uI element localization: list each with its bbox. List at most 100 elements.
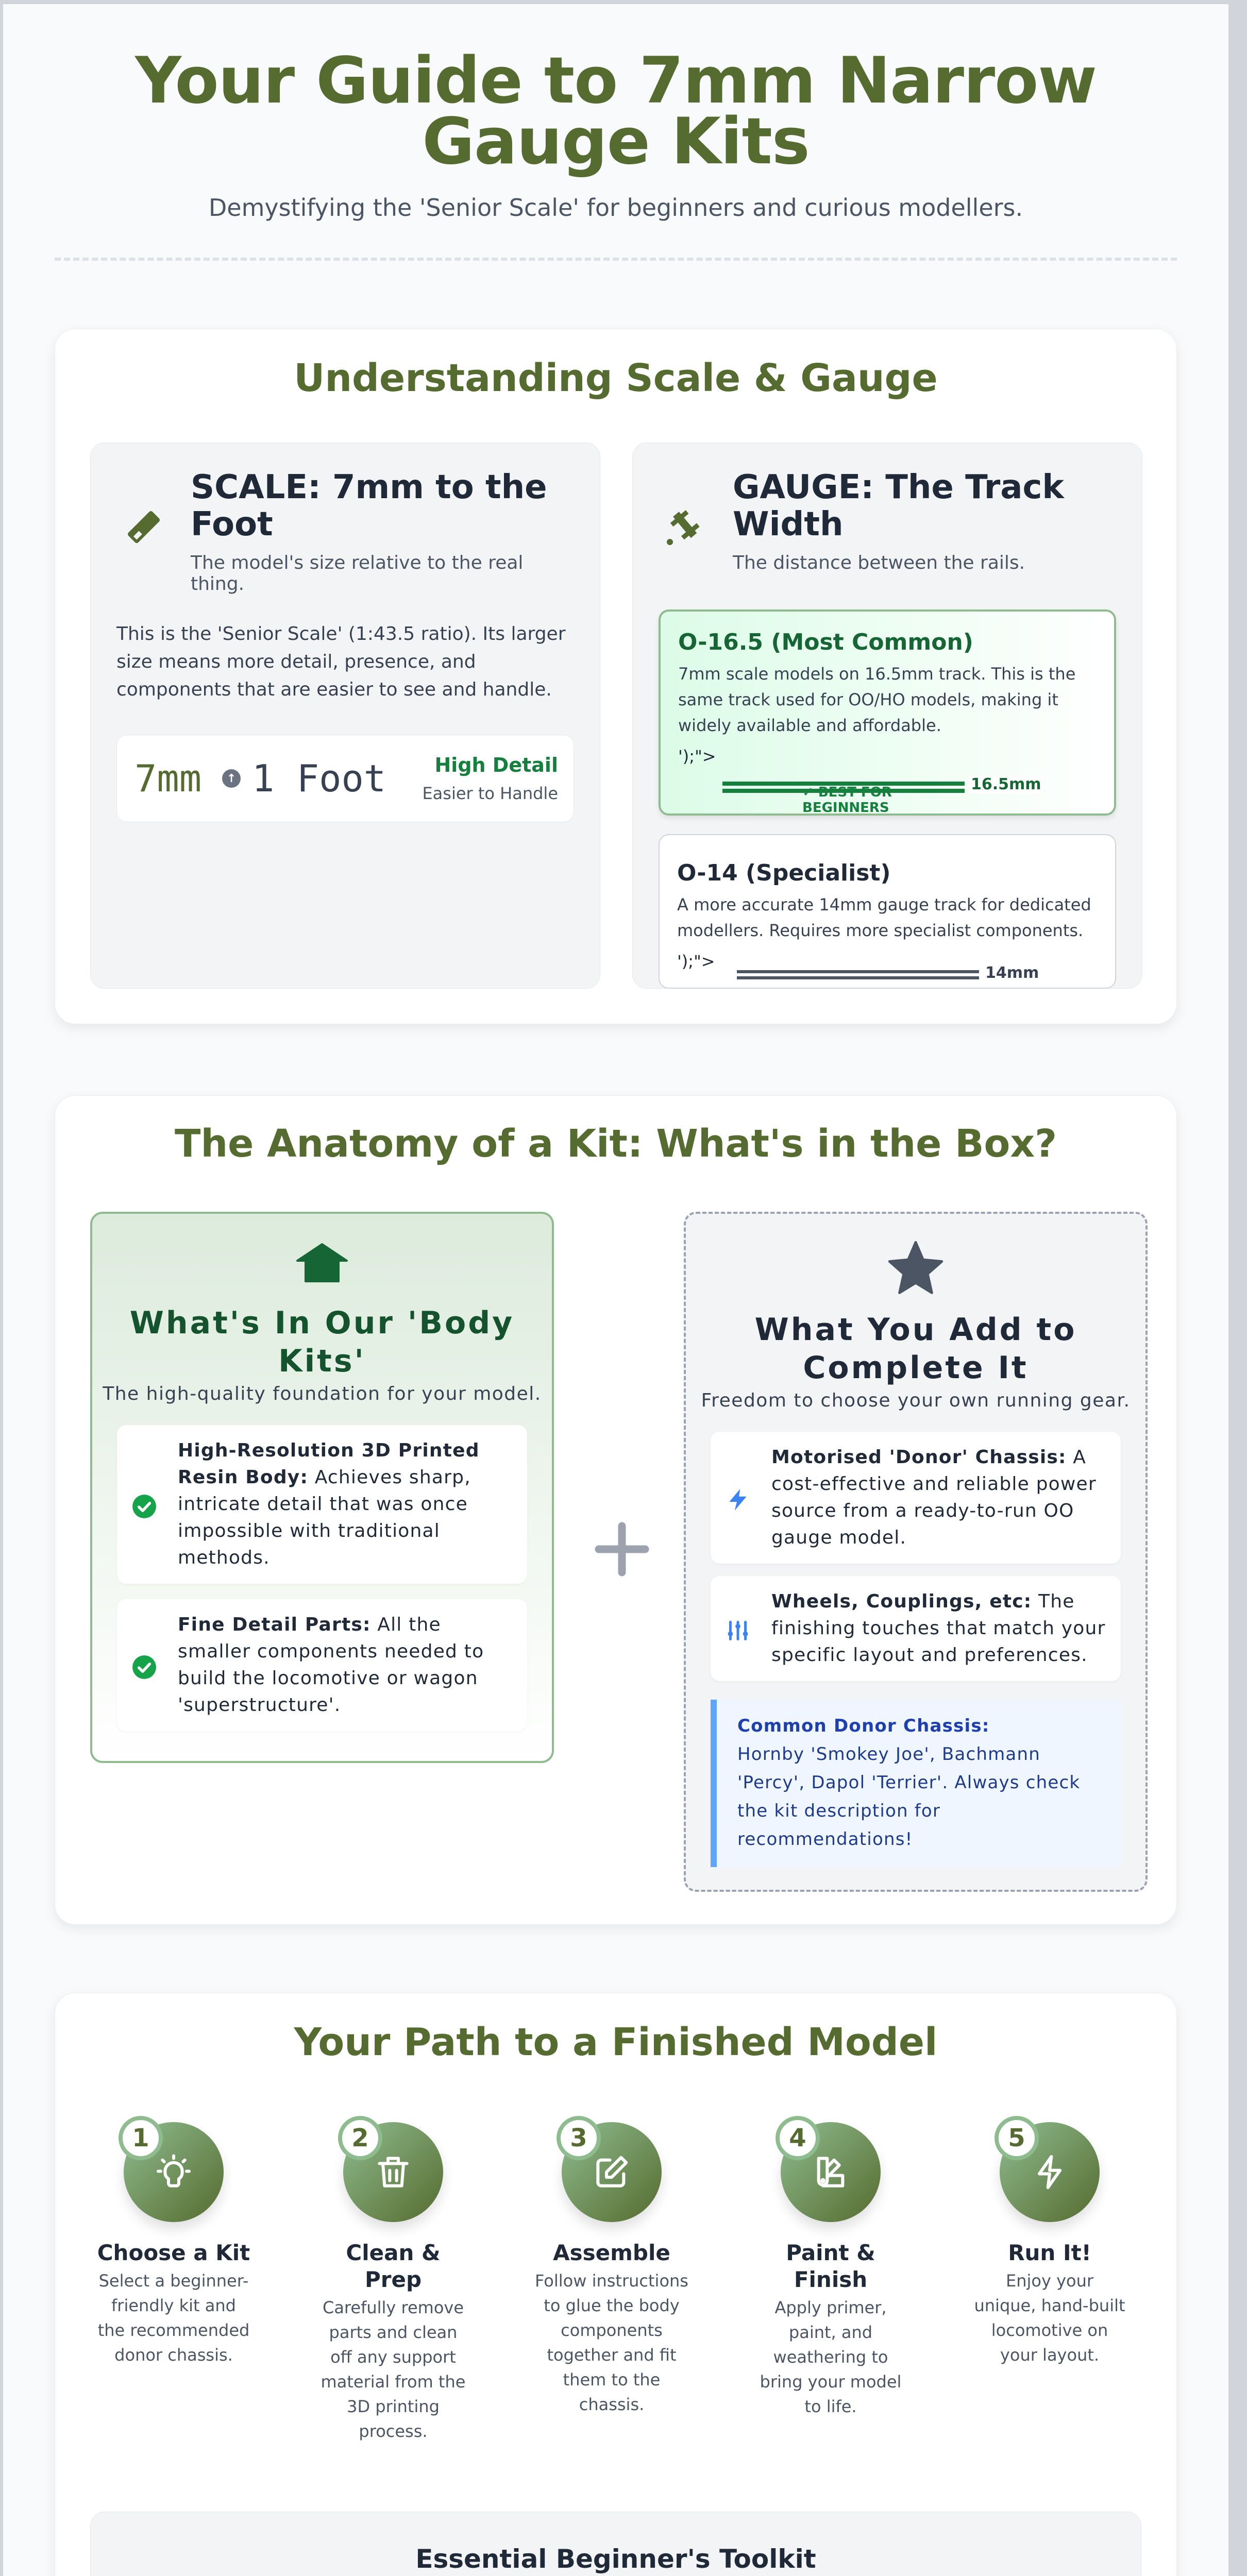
rail-line — [737, 976, 979, 979]
add-item: Wheels, Couplings, etc: The finishing to… — [711, 1576, 1121, 1681]
lightning-icon — [729, 1489, 747, 1511]
gauge-option-title: O-16.5 (Most Common) — [678, 629, 973, 655]
add-item-bold: Motorised 'Donor' Chassis: — [771, 1447, 1067, 1468]
page-subtitle: Demystifying the 'Senior Scale' for begi… — [208, 194, 1023, 222]
body-kit-box: What's In Our 'Body Kits' The high-quali… — [90, 1212, 554, 1763]
kit-item-text: All the smaller components needed to bui… — [178, 1614, 484, 1716]
lightbulb-icon — [157, 2154, 191, 2188]
sliders-icon — [728, 1620, 748, 1641]
rail-line — [722, 789, 965, 793]
step-text: Carefully remove parts and clean off any… — [321, 2298, 466, 2441]
rail-width-label: 14mm — [983, 964, 1041, 982]
step-number: 5 — [995, 2116, 1039, 2160]
kit-item-bold: Fine Detail Parts: — [178, 1614, 371, 1635]
add-item-text: The finishing touches that match your sp… — [771, 1591, 1106, 1666]
kit-item-text: Achieves sharp, intricate detail that wa… — [178, 1467, 471, 1568]
step-title: Choose a Kit — [97, 2240, 250, 2265]
gauge-option-body: A more accurate 14mm gauge track for ded… — [677, 895, 1091, 940]
step-number: 1 — [119, 2116, 163, 2160]
scale-ratio-box: 7mm ↑ 1 Foot High Detail Easier to Handl… — [116, 735, 574, 822]
track-icon — [667, 510, 700, 545]
step-circle: 3 — [557, 2116, 662, 2222]
gauge-option-artifact: ');"> — [678, 747, 716, 766]
trash-icon — [378, 2157, 409, 2188]
page-title: Your Guide to 7mm Narrow Gauge Kits — [135, 44, 1097, 179]
star-icon — [888, 1241, 943, 1294]
plus-icon — [595, 1522, 649, 1577]
step-text: Select a beginner-friendly kit and the r… — [97, 2271, 250, 2365]
rail-line — [737, 970, 979, 973]
add-subtitle: Freedom to choose your own running gear. — [701, 1390, 1131, 1411]
beginner-toolkit: Essential Beginner's Toolkit Superglue (… — [90, 2512, 1141, 2576]
kit-item-bold: High-Resolution 3D Printed Resin Body: — [178, 1440, 480, 1488]
scale-body: This is the 'Senior Scale' (1:43.5 ratio… — [116, 623, 566, 700]
step-number: 2 — [338, 2116, 382, 2160]
gauge-option-o14[interactable]: O-14 (Specialist) A more accurate 14mm g… — [659, 834, 1116, 989]
kit-title: What's In Our 'Body Kits' — [129, 1305, 515, 1379]
step-number: 3 — [557, 2116, 601, 2160]
step-item: 3 Assemble Follow instructions to glue t… — [534, 2116, 689, 2417]
step-circle: 4 — [776, 2116, 881, 2222]
gauge-option-artifact: ');"> — [677, 952, 715, 971]
add-to-complete-box: What You Add to Complete It Freedom to c… — [684, 1212, 1148, 1892]
best-for-beginners-badge: ✓ BEST FOR BEGINNERS — [802, 785, 892, 816]
gauge-subtitle: The distance between the rails. — [733, 552, 1025, 573]
rail-line — [722, 782, 965, 786]
gauge-title: GAUGE: The Track Width — [733, 468, 1064, 544]
step-title: Paint & Finish — [786, 2240, 875, 2292]
gauge-option-o165[interactable]: O-16.5 (Most Common) 7mm scale models on… — [659, 609, 1116, 816]
step-item: 4 Paint & Finish Apply primer, paint, an… — [753, 2116, 908, 2419]
swatch-icon — [817, 2157, 845, 2188]
check-circle-icon — [132, 1655, 156, 1679]
edit-icon — [596, 2156, 628, 2188]
scale-gauge-section: Understanding Scale & Gauge SCALE: 7mm t… — [55, 329, 1177, 1024]
ruler-icon — [128, 511, 160, 544]
ratio-left: 7mm — [134, 757, 202, 800]
step-text: Apply primer, paint, and weathering to b… — [760, 2298, 902, 2416]
step-item: 2 Clean & Prep Carefully remove parts an… — [316, 2116, 470, 2444]
page: Your Guide to 7mm Narrow Gauge Kits Demy… — [3, 4, 1228, 2576]
step-number: 4 — [776, 2116, 820, 2160]
step-circle: 1 — [119, 2116, 224, 2222]
section-title: Your Path to a Finished Model — [294, 2020, 938, 2064]
high-detail-label: High Detail — [434, 754, 559, 776]
add-title: What You Add to Complete It — [754, 1312, 1077, 1386]
arrow-up-icon: ↑ — [222, 769, 241, 788]
donor-note-title: Common Donor Chassis: — [737, 1716, 990, 1736]
kit-subtitle: The high-quality foundation for your mod… — [103, 1383, 542, 1404]
step-text: Follow instructions to glue the body com… — [535, 2271, 688, 2414]
lightning-icon — [1038, 2155, 1061, 2189]
add-item-bold: Wheels, Couplings, etc: — [771, 1591, 1032, 1612]
hero-divider — [55, 258, 1177, 261]
rail-diagram: 14mm — [737, 964, 1041, 982]
donor-chassis-note: Common Donor Chassis: Hornby 'Smokey Joe… — [711, 1700, 1121, 1867]
hero: Your Guide to 7mm Narrow Gauge Kits Demy… — [3, 4, 1228, 261]
section-title: Understanding Scale & Gauge — [294, 356, 938, 400]
scale-panel: SCALE: 7mm to the Foot The model's size … — [90, 443, 600, 989]
section-title: The Anatomy of a Kit: What's in the Box? — [174, 1122, 1057, 1166]
kit-item: High-Resolution 3D Printed Resin Body: A… — [117, 1425, 527, 1584]
scale-title: SCALE: 7mm to the Foot — [191, 468, 547, 544]
add-item-text: A cost-effective and reliable power sour… — [771, 1447, 1097, 1548]
gauge-option-body: 7mm scale models on 16.5mm track. This i… — [678, 664, 1076, 735]
toolkit-title: Essential Beginner's Toolkit — [415, 2544, 816, 2574]
step-item: 1 Choose a Kit Select a beginner-friendl… — [96, 2116, 251, 2367]
kit-item: Fine Detail Parts: All the smaller compo… — [117, 1599, 527, 1731]
donor-note-text: Hornby 'Smokey Joe', Bachmann 'Percy', D… — [737, 1744, 1081, 1850]
step-circle: 5 — [995, 2116, 1100, 2222]
rail-diagram: ✓ BEST FOR BEGINNERS 16.5mm — [722, 775, 1043, 816]
easier-handle-label: Easier to Handle — [422, 784, 558, 803]
gauge-panel: GAUGE: The Track Width The distance betw… — [632, 443, 1142, 989]
step-circle: 2 — [338, 2116, 443, 2222]
path-section: Your Path to a Finished Model 1 Choose a… — [55, 1993, 1177, 2576]
rail-width-label: 16.5mm — [969, 775, 1043, 793]
step-title: Run It! — [1008, 2240, 1091, 2265]
house-icon — [296, 1243, 348, 1282]
step-text: Enjoy your unique, hand-built locomotive… — [974, 2271, 1125, 2365]
check-circle-icon — [132, 1495, 156, 1518]
step-title: Assemble — [553, 2240, 670, 2265]
step-title: Clean & Prep — [346, 2240, 441, 2292]
gauge-option-title: O-14 (Specialist) — [677, 860, 891, 886]
ratio-right: 1 Foot — [252, 757, 386, 800]
step-item: 5 Run It! Enjoy your unique, hand-built … — [972, 2116, 1127, 2367]
